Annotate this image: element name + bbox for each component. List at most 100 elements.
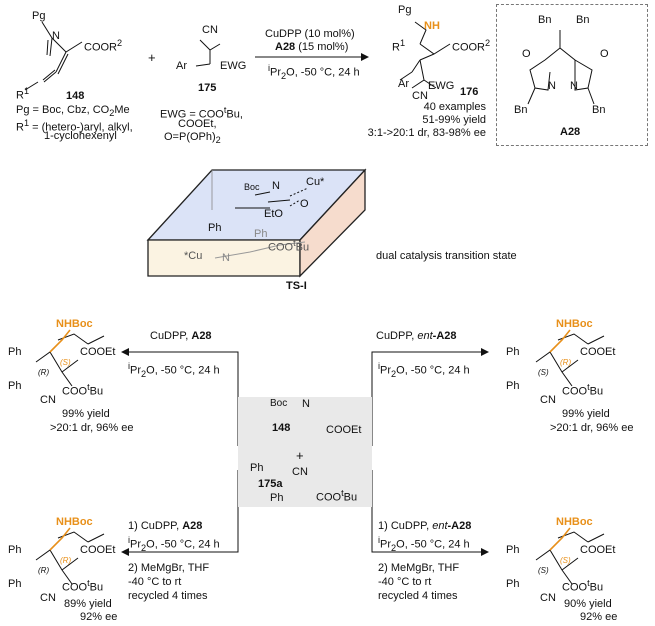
sm-ester: COOEt bbox=[326, 424, 362, 436]
cond-bl-3: 2) MeMgBr, THF bbox=[128, 562, 210, 574]
tl-s2: (R) bbox=[38, 368, 50, 377]
bl-sel: 92% ee bbox=[80, 611, 118, 623]
ts-ph1: Ph bbox=[208, 222, 222, 234]
tl-sel: >20:1 dr, 96% ee bbox=[50, 422, 134, 434]
tr-cn: CN bbox=[540, 394, 556, 406]
sm-boc: Boc bbox=[270, 398, 288, 409]
bl-s2: (R) bbox=[38, 566, 50, 575]
ar-176: Ar bbox=[398, 78, 409, 90]
br-cn: CN bbox=[540, 592, 556, 604]
bl-cn: CN bbox=[40, 592, 56, 604]
bn-2: Bn bbox=[576, 14, 590, 26]
ewg-def-2: COOEt, bbox=[178, 118, 217, 130]
br-ester: COOEt bbox=[580, 544, 616, 556]
sm-tbu: COOtBu bbox=[316, 488, 358, 504]
bn-1: Bn bbox=[538, 14, 552, 26]
pg-176: Pg bbox=[398, 4, 412, 16]
allene-bonds bbox=[49, 329, 571, 551]
ts-box bbox=[146, 168, 367, 278]
nh-176: NH bbox=[424, 20, 440, 32]
tl-s1: (S) bbox=[60, 358, 71, 367]
bl-ph2: Ph bbox=[8, 578, 22, 590]
pg-def: Pg = Boc, Cbz, CO2Me bbox=[16, 104, 130, 119]
starting-materials-box bbox=[238, 397, 372, 507]
r1-def: R1 = (hetero-)aryl, alkyl, bbox=[16, 118, 133, 134]
ts-bonds bbox=[235, 187, 309, 209]
br-sel: 92% ee bbox=[580, 611, 618, 623]
bn-4: Bn bbox=[592, 104, 606, 116]
ar-175: Ar bbox=[176, 60, 187, 72]
cond-line1: CuDPP (10 mol%) bbox=[265, 28, 355, 40]
cond-br-3: 2) MeMgBr, THF bbox=[378, 562, 460, 574]
sm-label-148: 148 bbox=[272, 422, 291, 434]
tr-ester: COOEt bbox=[580, 346, 616, 358]
tr-s2: (S) bbox=[538, 368, 549, 377]
tl-ph1: Ph bbox=[8, 346, 22, 358]
r1-def-2: 1-cyclohexenyl bbox=[44, 130, 117, 142]
label-175: 175 bbox=[198, 82, 217, 94]
ts-o: O bbox=[300, 198, 309, 210]
cond-line2: A28 (15 mol%) bbox=[275, 41, 349, 53]
bond-175 bbox=[195, 39, 221, 67]
sm-cn: CN bbox=[292, 466, 308, 478]
tr-tbu: COOtBu bbox=[562, 382, 604, 398]
plus-sign: + bbox=[148, 50, 156, 65]
bond-148-top bbox=[41, 21, 83, 57]
tl-yield: 99% yield bbox=[62, 408, 110, 420]
tr-nhboc: NHBoc bbox=[556, 318, 593, 330]
ts-cu-top: Cu* bbox=[306, 176, 325, 188]
ts-n2: N bbox=[222, 252, 230, 264]
ts-caption: dual catalysis transition state bbox=[376, 250, 517, 262]
o-2: O bbox=[600, 48, 609, 60]
label-176: 176 bbox=[460, 86, 479, 98]
cond-tl-2: iPr2O, -50 °C, 24 h bbox=[128, 361, 220, 379]
ts-n: N bbox=[272, 180, 280, 192]
result-2: 51-99% yield bbox=[422, 114, 486, 126]
br-ph1: Ph bbox=[506, 544, 520, 556]
tr-s1: (R) bbox=[560, 358, 572, 367]
sm-ph: Ph bbox=[250, 462, 264, 474]
ewg-def-1: EWG = COOtBu, bbox=[160, 105, 243, 121]
label-a28: A28 bbox=[560, 126, 581, 138]
bl-ph1: Ph bbox=[8, 544, 22, 556]
ts-eto: EtO bbox=[264, 208, 283, 220]
tl-cn: CN bbox=[40, 394, 56, 406]
ewg-176: EWG bbox=[428, 80, 455, 92]
ts-label: TS-I bbox=[286, 280, 307, 292]
result-3: 3:1->20:1 dr, 83-98% ee bbox=[367, 127, 486, 139]
tr-sel: >20:1 dr, 96% ee bbox=[550, 422, 634, 434]
bl-ester: COOEt bbox=[80, 544, 116, 556]
ligand-box bbox=[496, 4, 648, 146]
sm-ph2: Ph bbox=[270, 492, 284, 504]
ts-ester: COOtBu bbox=[268, 238, 310, 254]
o-1: O bbox=[522, 48, 531, 60]
cond-bl-5: recycled 4 times bbox=[128, 590, 208, 602]
br-s2: (S) bbox=[538, 566, 549, 575]
bn-3: Bn bbox=[514, 104, 528, 116]
bl-tbu: COOtBu bbox=[62, 578, 104, 594]
n-atom: N bbox=[52, 30, 60, 42]
cond-tr-1: CuDPP, ent-A28 bbox=[376, 330, 457, 342]
bl-yield: 89% yield bbox=[64, 598, 112, 610]
cn-176: CN bbox=[412, 90, 428, 102]
ts-boc: Boc bbox=[244, 182, 260, 192]
tr-ph2: Ph bbox=[506, 380, 520, 392]
result-1: 40 examples bbox=[423, 101, 486, 113]
tl-tbu: COOtBu bbox=[62, 382, 104, 398]
br-ph2: Ph bbox=[506, 578, 520, 590]
cond-tr-2: iPr2O, -50 °C, 24 h bbox=[378, 361, 470, 379]
cond-bl-2: iPr2O, -50 °C, 24 h bbox=[128, 535, 220, 553]
r1-148: R1 bbox=[16, 86, 30, 102]
sm-label-175a: 175a bbox=[258, 478, 283, 490]
cond-br-4: -40 °C to rt bbox=[378, 576, 432, 588]
ewg-175: EWG bbox=[220, 60, 247, 72]
cond-bl-4: -40 °C to rt bbox=[128, 576, 182, 588]
cond-br-1: 1) CuDPP, ent-A28 bbox=[378, 520, 472, 532]
n-1: N bbox=[548, 80, 556, 92]
label-148: 148 bbox=[66, 90, 85, 102]
br-s1: (S) bbox=[560, 556, 571, 565]
pg-label: Pg bbox=[32, 10, 46, 22]
r1-176: R1 bbox=[392, 38, 406, 54]
cond-br-5: recycled 4 times bbox=[378, 590, 458, 602]
